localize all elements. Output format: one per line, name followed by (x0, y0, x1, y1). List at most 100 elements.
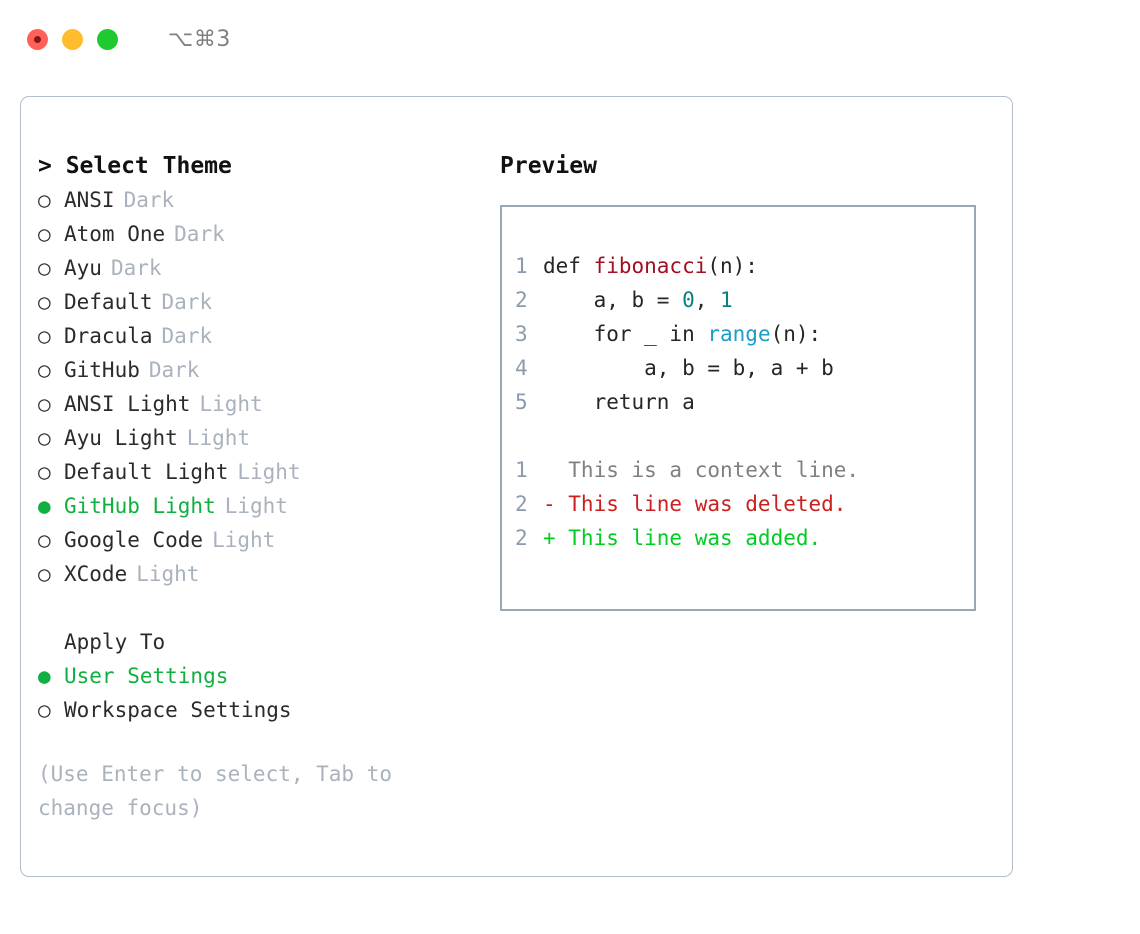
code-line-number: 4 (515, 356, 528, 380)
code-line: 2 a, b = 0, 1 (515, 283, 834, 317)
code-token-plain: a, b = (543, 288, 683, 312)
code-token-num: 1 (720, 288, 733, 312)
radio-unselected-icon: ○ (38, 562, 51, 586)
help-text: (Use Enter to select, Tab to change focu… (38, 762, 405, 820)
maximize-window-button[interactable] (97, 28, 118, 50)
code-line-number: 1 (515, 254, 528, 278)
theme-option-google-code[interactable]: ○ Google Code Light (38, 523, 478, 557)
theme-option-label: XCode (64, 562, 128, 586)
radio-unselected-icon: ○ (38, 698, 51, 722)
theme-option-variant: Dark (123, 188, 175, 212)
diff-line-number: 1 (515, 458, 528, 482)
code-token-plain: (n): (770, 322, 822, 346)
radio-selected-icon: ● (38, 664, 51, 688)
radio-selected-icon: ● (38, 494, 51, 518)
theme-option-variant: Dark (161, 324, 213, 348)
theme-option-variant: Light (212, 528, 276, 552)
code-line-number: 3 (515, 322, 528, 346)
apply-to-title: Apply To (64, 630, 166, 654)
apply-to-option-workspace-settings[interactable]: ○ Workspace Settings (38, 693, 478, 727)
apply-to-option-label: Workspace Settings (64, 698, 292, 722)
code-line-text: return a (543, 385, 695, 419)
apply-to-option-user-settings[interactable]: ● User Settings (38, 659, 478, 693)
theme-picker-title: > Select Theme (38, 153, 232, 179)
theme-option-variant: Light (199, 392, 263, 416)
code-line: 4 a, b = b, a + b (515, 351, 834, 385)
diff-sample: 1 This is a context line. 2 - This line wa… (515, 453, 859, 555)
code-token-plain: , (694, 288, 721, 312)
code-token-num: 0 (682, 288, 695, 312)
theme-option-variant: Dark (110, 256, 162, 280)
window-controls (27, 28, 118, 50)
radio-unselected-icon: ○ (38, 188, 51, 212)
theme-option-label: GitHub Light (64, 494, 216, 518)
code-token-plain: for _ in (543, 322, 708, 346)
code-token-fn: fibonacci (593, 254, 708, 278)
theme-option-variant: Light (136, 562, 200, 586)
code-token-def: def (543, 254, 594, 278)
theme-option-ansi[interactable]: ○ ANSI Dark (38, 183, 478, 217)
apply-to-option-label: User Settings (64, 664, 229, 688)
radio-unselected-icon: ○ (38, 256, 51, 280)
theme-option-ansi-light[interactable]: ○ ANSI Light Light (38, 387, 478, 421)
radio-unselected-icon: ○ (38, 426, 51, 450)
code-token-plain: a, b = b, a + b (543, 356, 834, 380)
theme-option-github[interactable]: ○ GitHub Dark (38, 353, 478, 387)
code-line: 5 return a (515, 385, 834, 419)
radio-unselected-icon: ○ (38, 392, 51, 416)
minimize-window-button[interactable] (62, 28, 83, 50)
theme-option-atom-one[interactable]: ○ Atom One Dark (38, 217, 478, 251)
keyboard-shortcut-label: ⌥⌘3 (168, 26, 231, 52)
theme-option-variant: Dark (148, 358, 200, 382)
radio-unselected-icon: ○ (38, 358, 51, 382)
diff-line-text: + This line was added. (543, 526, 822, 550)
theme-option-xcode[interactable]: ○ XCode Light (38, 557, 478, 591)
code-line: 3 for _ in range(n): (515, 317, 834, 351)
radio-unselected-icon: ○ (38, 324, 51, 348)
theme-option-variant: Light (237, 460, 301, 484)
code-line-number: 2 (515, 288, 528, 312)
apply-to-option-list: ● User Settings ○ Workspace Settings (38, 659, 478, 727)
close-window-button[interactable] (27, 28, 48, 50)
code-line-text: for _ in range(n): (543, 317, 822, 351)
diff-line-add: 2 + This line was added. (515, 521, 859, 555)
theme-option-dracula[interactable]: ○ Dracula Dark (38, 319, 478, 353)
theme-option-label: ANSI (64, 188, 115, 212)
code-token-builtin: range (707, 322, 771, 346)
title-bar: ⌥⌘3 (0, 0, 1140, 78)
diff-line-number: 2 (515, 492, 528, 516)
theme-option-label: Google Code (64, 528, 204, 552)
theme-option-label: Ayu (64, 256, 102, 280)
radio-unselected-icon: ○ (38, 528, 51, 552)
theme-option-variant: Dark (174, 222, 225, 246)
diff-line-number: 2 (515, 526, 528, 550)
code-line-text: a, b = 0, 1 (543, 283, 733, 317)
preview-heading: Preview (500, 153, 597, 179)
theme-option-variant: Light (224, 494, 288, 518)
code-line-number: 5 (515, 390, 528, 414)
apply-to-section: Apply To ● User Settings ○ Workspace Settin… (38, 625, 478, 727)
code-token-plain: (n): (707, 254, 758, 278)
code-line: 1 def fibonacci(n): (515, 249, 834, 283)
theme-option-label: Atom One (64, 222, 166, 246)
code-line-text: def fibonacci(n): (543, 249, 758, 283)
radio-unselected-icon: ○ (38, 290, 51, 314)
diff-line-text: This is a context line. (543, 458, 860, 482)
theme-option-label: Dracula (64, 324, 153, 348)
diff-line-text: - This line was deleted. (543, 492, 847, 516)
theme-option-label: Default Light (64, 460, 229, 484)
radio-unselected-icon: ○ (38, 222, 51, 246)
theme-option-label: GitHub (64, 358, 140, 382)
theme-option-github-light[interactable]: ● GitHub Light Light (38, 489, 478, 523)
theme-option-ayu[interactable]: ○ Ayu Dark (38, 251, 478, 285)
theme-option-label: ANSI Light (64, 392, 191, 416)
